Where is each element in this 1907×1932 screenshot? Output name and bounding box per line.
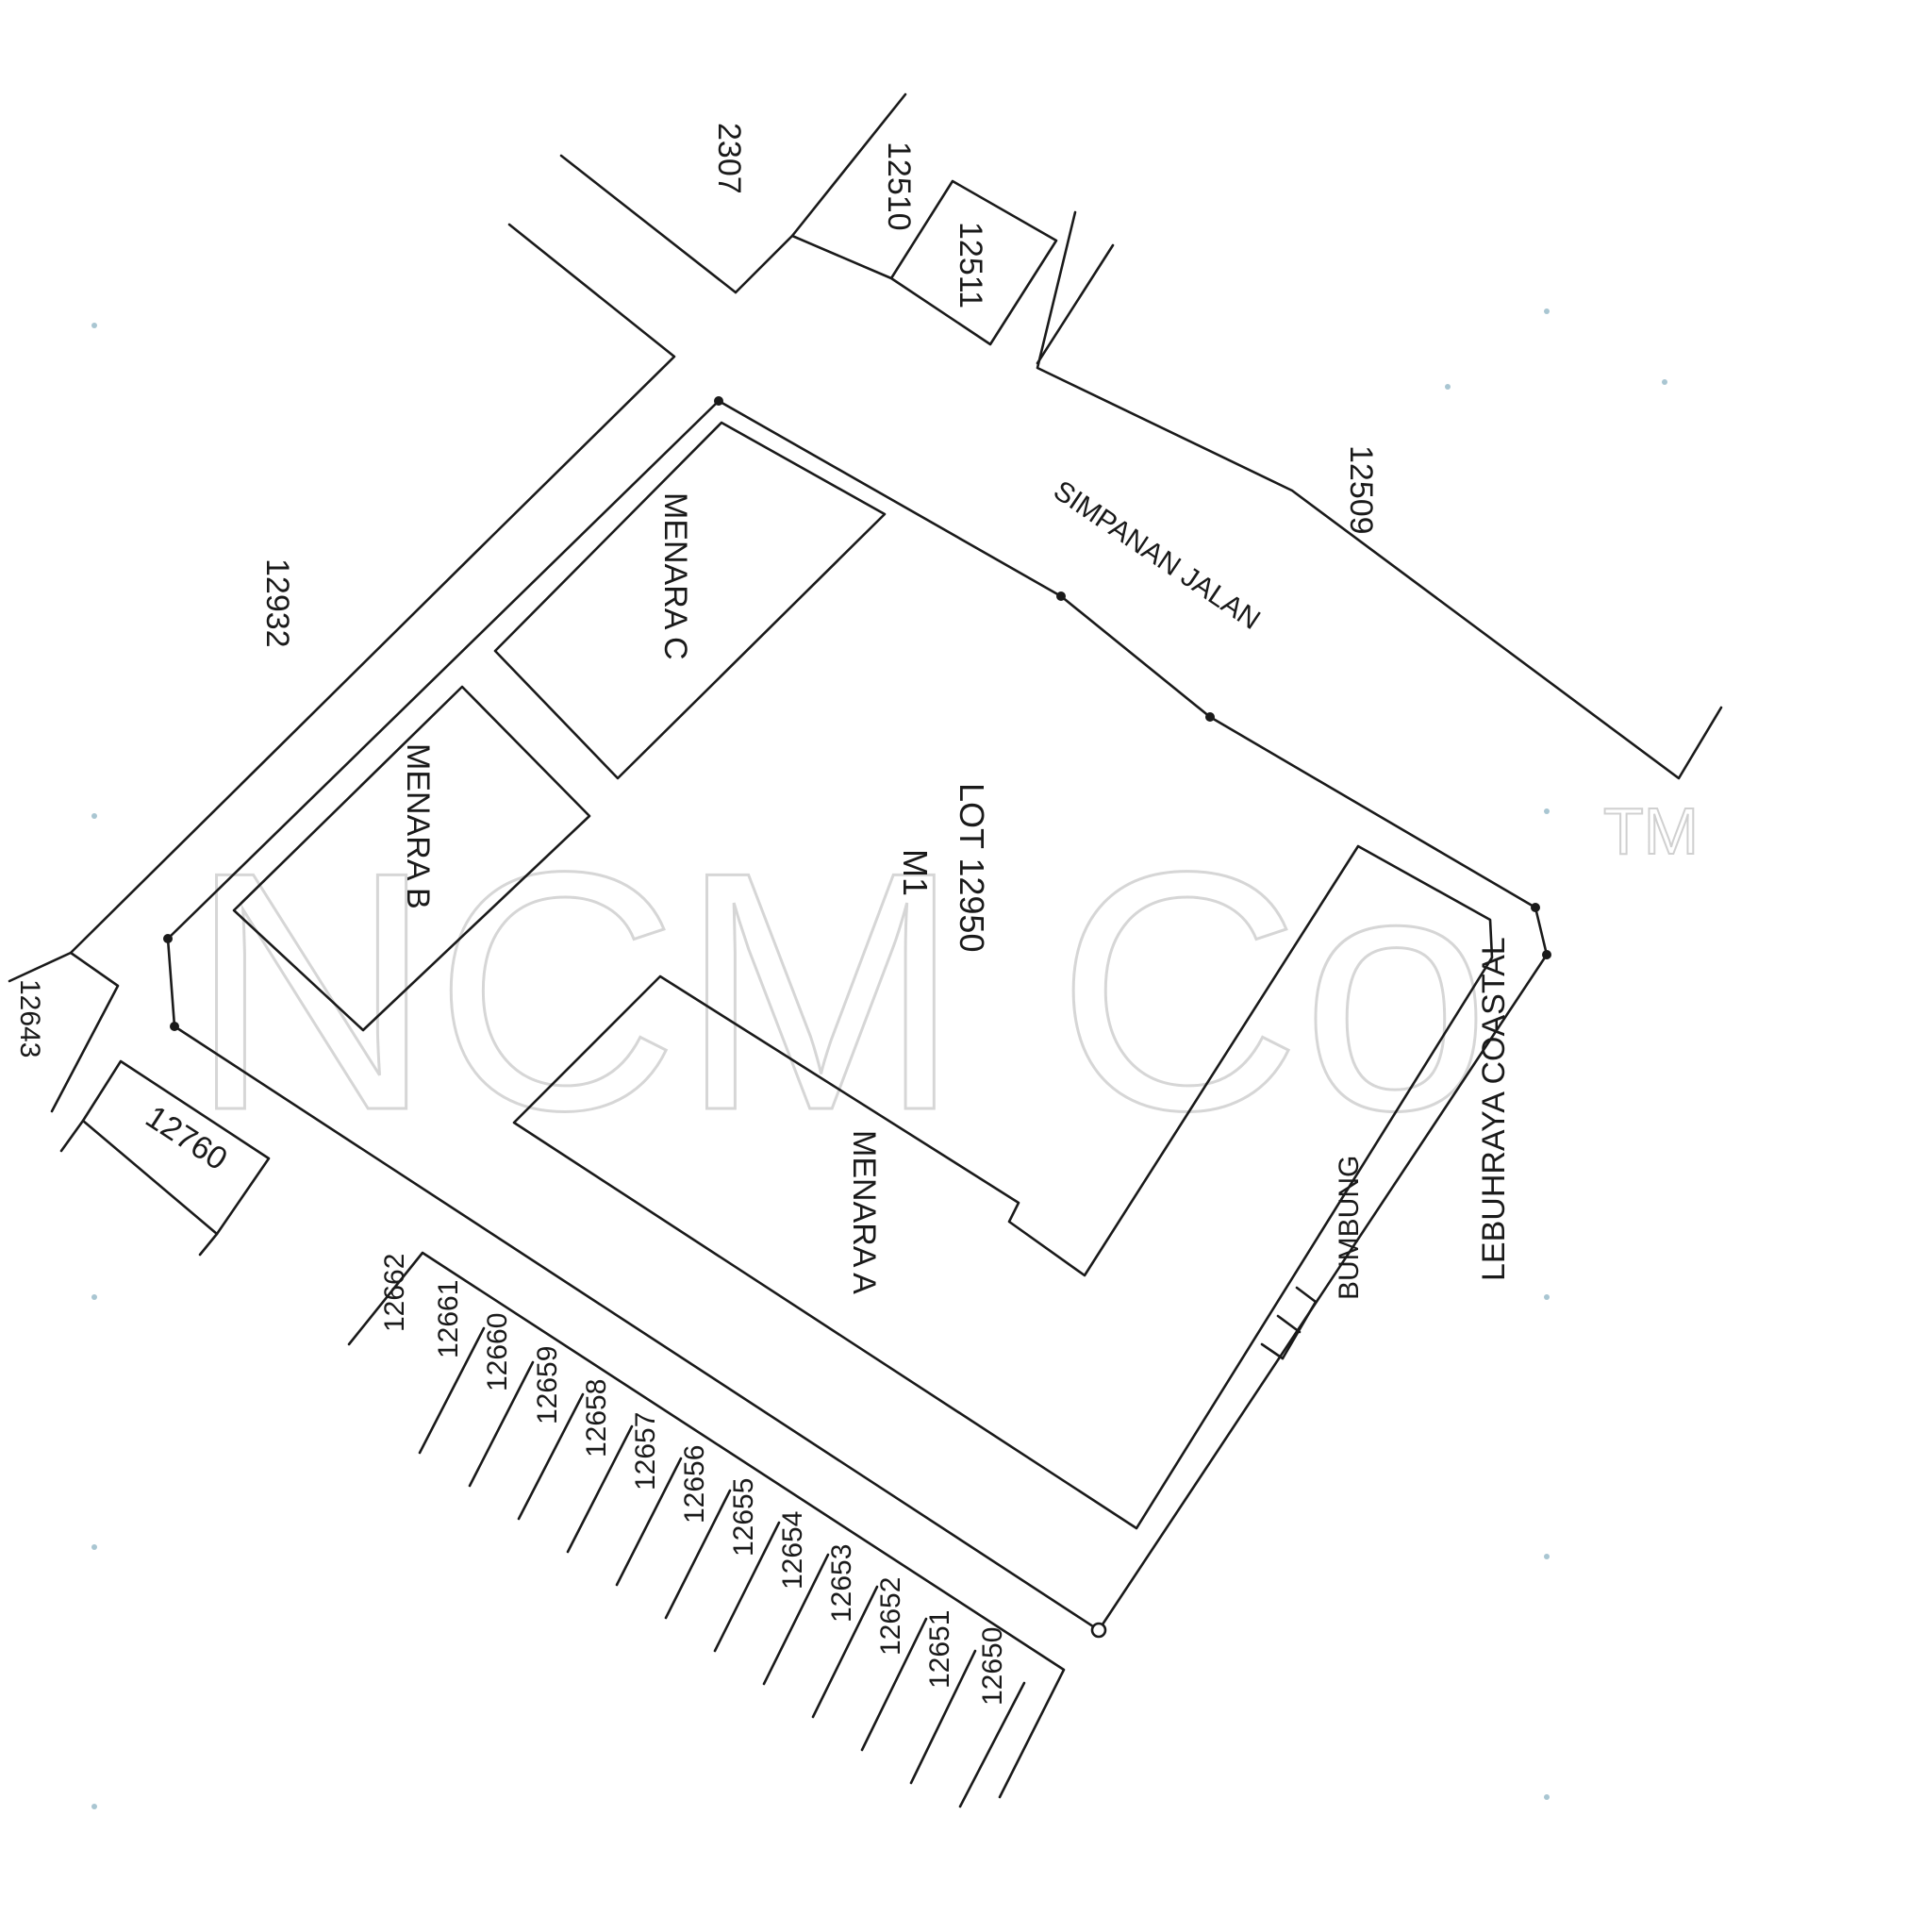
lot-label-12643: 12643 <box>14 979 45 1058</box>
scan-specks <box>91 308 1667 1809</box>
sw-lots <box>8 951 271 1257</box>
lot-label-12509: 12509 <box>1343 445 1379 535</box>
row-lot-label: 12661 <box>433 1280 464 1358</box>
watermark-text: NCM Co <box>189 802 1490 1181</box>
row-lot-label: 12659 <box>532 1346 563 1424</box>
row-lot-label: 12660 <box>482 1313 513 1391</box>
subject-lot-id: M1 <box>896 849 935 896</box>
row-lot-label: 12651 <box>924 1610 955 1689</box>
row-lot-label: 12656 <box>679 1445 710 1524</box>
watermark-tm: TM <box>1603 794 1699 868</box>
south-lot-row <box>347 1251 1066 1808</box>
road-lines <box>69 92 1723 955</box>
road-label-lebuhraya-coastal: LEBUHRAYA COASTAL <box>1476 937 1512 1281</box>
row-lot-label: 12657 <box>630 1412 661 1491</box>
roof-label-bumbung: BUMBUNG <box>1334 1156 1365 1300</box>
lot-label-12511: 12511 <box>953 222 988 308</box>
row-lot-label: 12652 <box>875 1577 906 1656</box>
row-lot-label: 12654 <box>777 1511 808 1590</box>
building-label-menara-a: MENARA A <box>846 1130 882 1294</box>
lot-label-2307: 2307 <box>711 123 747 194</box>
building-menara-b <box>232 685 591 1032</box>
row-lot-label: 12658 <box>581 1379 612 1457</box>
building-menara-a <box>512 844 1494 1530</box>
building-label-menara-b: MENARA B <box>400 743 436 909</box>
row-lot-label: 12662 <box>379 1254 410 1332</box>
row-lot-label: 12650 <box>977 1627 1008 1706</box>
building-label-menara-c: MENARA C <box>657 492 693 660</box>
roof-marker <box>1260 1286 1318 1360</box>
north-lots <box>790 179 1058 346</box>
subject-lot-number: LOT 12950 <box>953 783 991 952</box>
lot-label-12510: 12510 <box>881 142 917 231</box>
lot-label-12932: 12932 <box>259 558 295 648</box>
row-lot-label: 12655 <box>728 1478 759 1557</box>
lot-12950-boundary <box>163 396 1551 1639</box>
building-menara-c <box>493 421 887 780</box>
row-lot-label: 12653 <box>826 1544 857 1623</box>
